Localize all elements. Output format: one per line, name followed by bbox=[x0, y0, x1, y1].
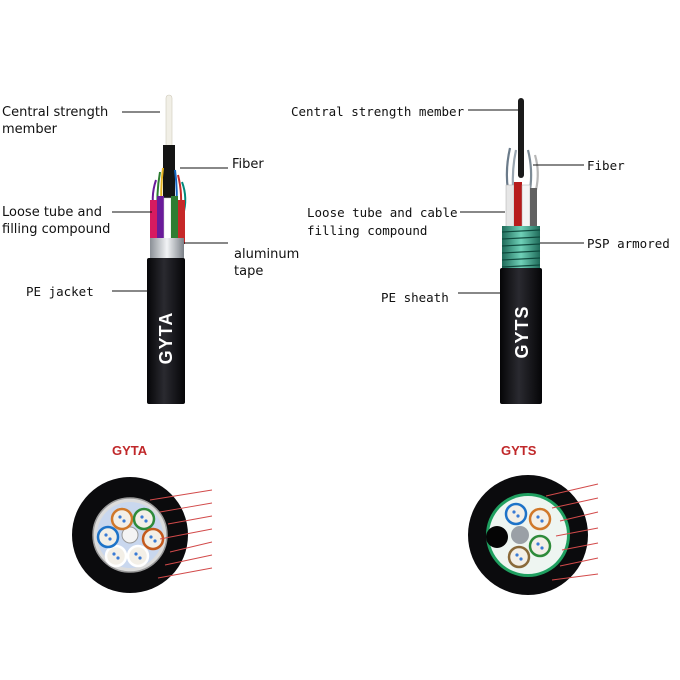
gyta-side-view: GYTA bbox=[112, 94, 228, 404]
gyts-psp-armor bbox=[501, 226, 541, 270]
gyts-jacket-print: GYTS bbox=[512, 305, 532, 358]
gyts-cross-section bbox=[468, 475, 599, 595]
gyta-loose-tubes bbox=[150, 196, 185, 245]
gyta-label-central-line1: Central strength bbox=[2, 105, 109, 120]
gyts-label-central: Central strength member bbox=[291, 104, 465, 119]
gyts-loose-tubes bbox=[505, 182, 537, 231]
gyta-label-aluminum-line1: aluminum bbox=[234, 247, 300, 262]
gyta-label-loose-line2: filling compound bbox=[2, 222, 111, 237]
gyta-label-fiber: Fiber bbox=[232, 157, 264, 172]
gyta-label-jacket: PE jacket bbox=[26, 284, 94, 299]
gyts-title: GYTS bbox=[501, 443, 537, 458]
gyta-jacket-print: GYTA bbox=[156, 312, 176, 365]
gyta-label-central-line2: member bbox=[2, 122, 57, 137]
gyts-tubes bbox=[504, 502, 552, 569]
gyts-label-armored: PSP armored bbox=[587, 236, 670, 251]
gyta-cross-section bbox=[72, 477, 213, 593]
gyts-central-member bbox=[518, 98, 524, 178]
gyts-label-loose-line2: filling compound bbox=[307, 223, 428, 238]
gyts-label-fiber: Fiber bbox=[587, 158, 625, 173]
gyts-pe-sheath bbox=[500, 268, 542, 404]
gyta-label-aluminum-line2: tape bbox=[234, 264, 264, 279]
gyta-pe-jacket bbox=[147, 258, 185, 404]
gyta-label-loose-line1: Loose tube and bbox=[2, 205, 103, 220]
gyts-side-view: GYTS bbox=[458, 98, 584, 404]
gyta-tubes bbox=[96, 507, 165, 568]
gyts-label-sheath: PE sheath bbox=[381, 290, 449, 305]
gyts-label-loose-line1: Loose tube and cable bbox=[307, 205, 458, 220]
gyta-title: GYTA bbox=[112, 443, 148, 458]
gyta-core bbox=[163, 145, 175, 205]
